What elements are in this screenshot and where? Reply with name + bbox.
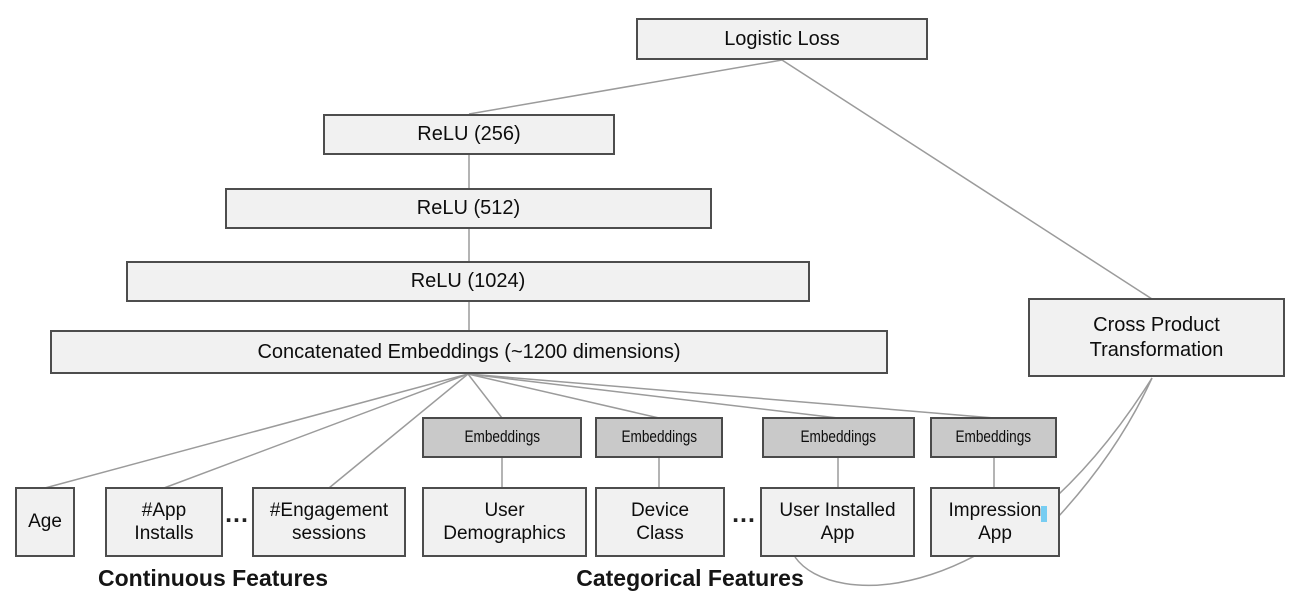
node-app-installs: #App Installs (105, 487, 223, 557)
node-logistic-loss: Logistic Loss (636, 18, 928, 60)
node-user-installed-app: User Installed App (760, 487, 915, 557)
node-cross-product-transformation: Cross Product Transformation (1028, 298, 1285, 377)
node-age: Age (15, 487, 75, 557)
continuous-features-label: Continuous Features (97, 565, 328, 591)
node-embeddings-3: Embeddings (762, 417, 915, 458)
embeddings-label: Embeddings (464, 427, 540, 447)
edge-concat-emb4 (467, 373, 995, 419)
node-user-demographics: User Demographics (422, 487, 587, 557)
node-relu-512: ReLU (512) (225, 188, 712, 229)
node-device-class: Device Class (595, 487, 725, 557)
edge-concat-appinstalls (163, 373, 469, 489)
edge-logistic-to-relu256 (468, 59, 783, 115)
node-relu-256: ReLU (256) (323, 114, 615, 155)
categorical-features-label: Categorical Features (576, 565, 804, 591)
edge-logistic-to-crossproduct (781, 59, 1153, 300)
node-embeddings-1: Embeddings (422, 417, 582, 458)
node-impression-app: Impression App (930, 487, 1060, 557)
node-engagement-sessions: #Engagement sessions (252, 487, 406, 557)
ellipsis-continuous: ... (225, 499, 249, 528)
node-embeddings-4: Embeddings (930, 417, 1057, 458)
node-relu-1024: ReLU (1024) (126, 261, 810, 302)
edge-userinstalled-to-crossproduct (794, 377, 1153, 586)
node-concatenated-embeddings: Concatenated Embeddings (~1200 dimension… (50, 330, 888, 374)
edge-concat-age (44, 373, 469, 489)
embeddings-label: Embeddings (800, 427, 877, 447)
edge-impression-to-crossproduct (1057, 377, 1153, 518)
edge-concat-emb3 (467, 373, 839, 419)
edge-concat-engagement (328, 373, 469, 489)
edge-concat-emb2 (467, 373, 660, 419)
blue-cursor-artifact (1041, 506, 1047, 522)
embeddings-label: Embeddings (621, 427, 697, 447)
edge-concat-emb1 (467, 373, 503, 419)
ellipsis-categorical: ... (732, 499, 756, 528)
node-embeddings-2: Embeddings (595, 417, 723, 458)
embeddings-label: Embeddings (955, 427, 1032, 447)
